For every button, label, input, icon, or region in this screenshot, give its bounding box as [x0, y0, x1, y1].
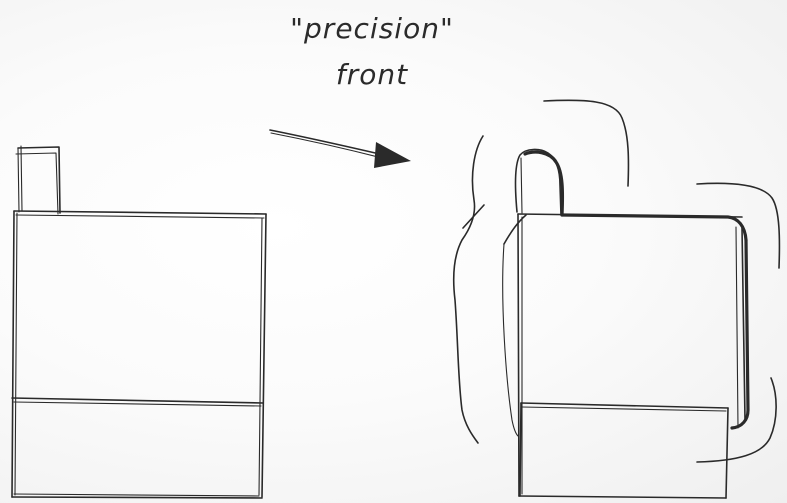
arrow-head-icon	[374, 142, 411, 168]
arrow	[270, 130, 411, 168]
right-bottom-band	[520, 403, 728, 498]
right-box-sketch	[454, 100, 780, 498]
left-tab	[16, 146, 60, 214]
right-top-arc-stroke	[544, 100, 628, 186]
right-main-box	[518, 214, 748, 498]
right-tab	[515, 149, 562, 215]
left-bottom-band	[12, 398, 263, 406]
left-box-sketch	[12, 146, 266, 498]
left-main-box	[12, 211, 266, 498]
